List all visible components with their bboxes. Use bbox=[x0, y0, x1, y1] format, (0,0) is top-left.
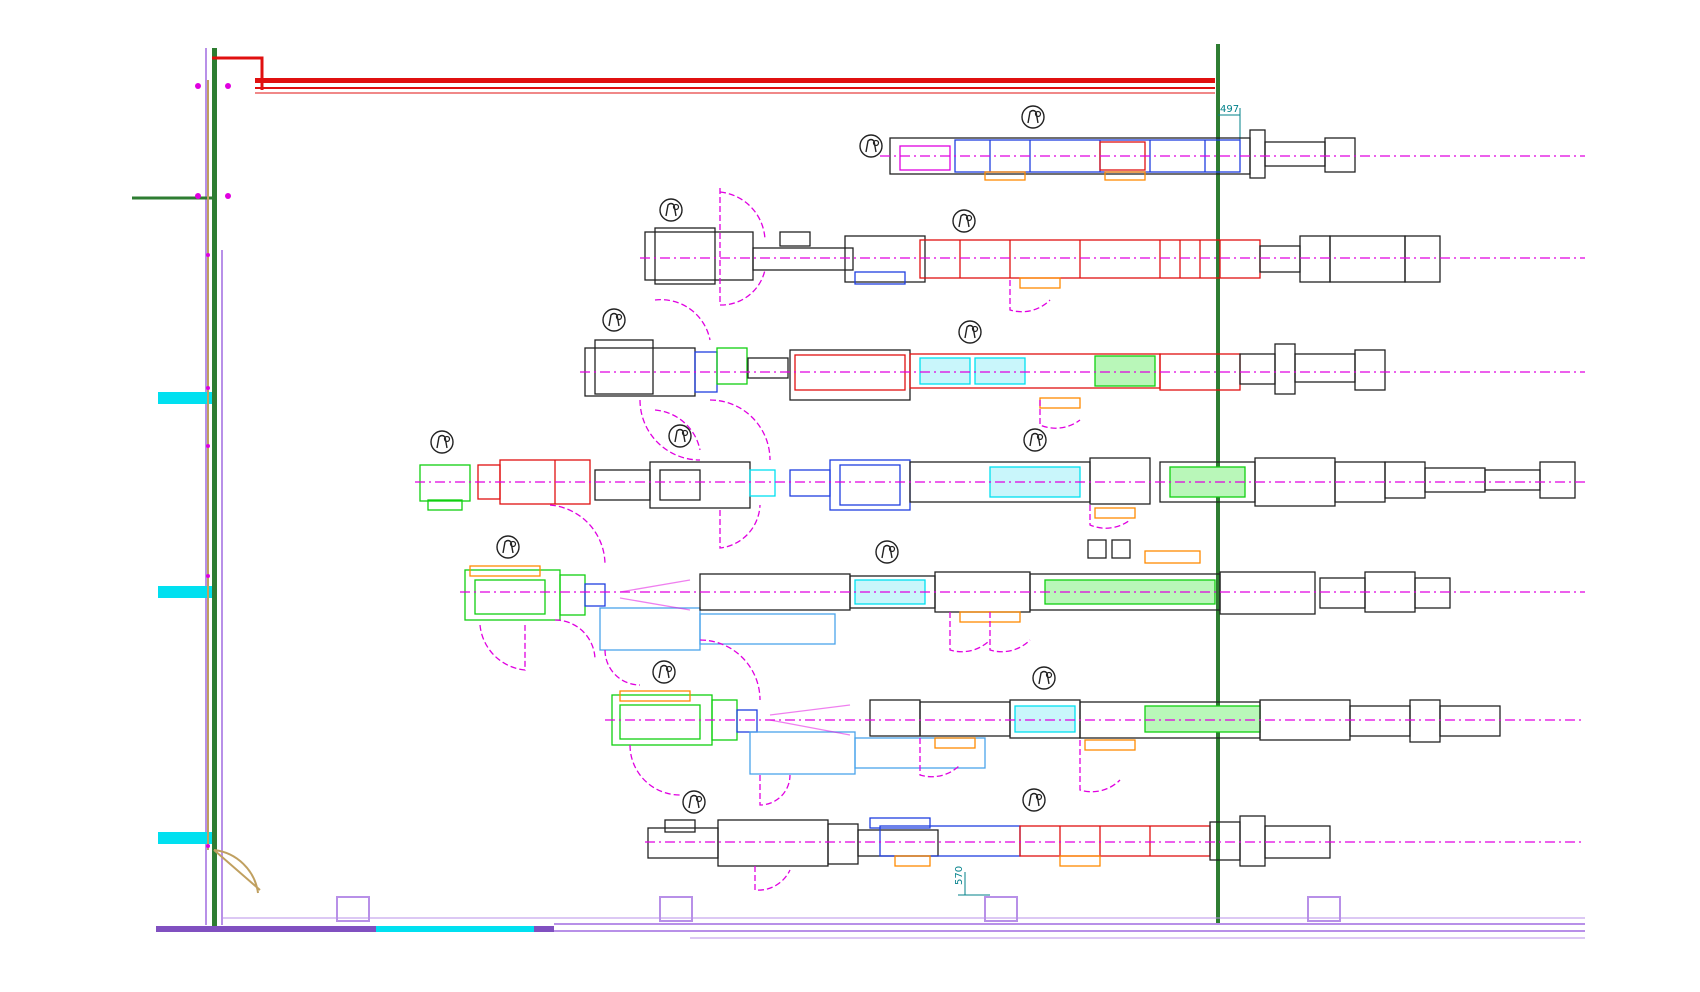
operator-icon bbox=[875, 540, 899, 564]
operator-icon bbox=[952, 209, 976, 233]
dimension-bottom: 570 bbox=[954, 866, 990, 896]
operator-icon bbox=[958, 320, 982, 344]
production-line-3 bbox=[580, 298, 1585, 461]
production-line-1 bbox=[880, 129, 1585, 181]
door-swing-icon bbox=[213, 849, 261, 894]
operator-icon bbox=[1022, 788, 1046, 812]
production-line-6 bbox=[605, 639, 1585, 806]
production-line-7 bbox=[645, 815, 1585, 891]
operator-icon bbox=[859, 134, 883, 158]
building-walls bbox=[132, 44, 1585, 939]
operator-icon bbox=[1032, 666, 1056, 690]
operator-icon bbox=[1021, 105, 1045, 129]
dimension-label-bottom: 570 bbox=[954, 866, 965, 885]
operator-icon bbox=[430, 430, 454, 454]
operator-icon bbox=[602, 308, 626, 332]
operator-icon bbox=[659, 198, 683, 222]
operator-icon bbox=[652, 660, 676, 684]
operator-icon bbox=[682, 790, 706, 814]
operator-icon bbox=[1023, 428, 1047, 452]
production-line-5 bbox=[460, 565, 1585, 686]
dimension-label-top: 497 bbox=[1220, 104, 1239, 115]
dimension-top: 497 bbox=[1218, 104, 1241, 140]
production-line-2 bbox=[640, 188, 1585, 313]
operator-icon bbox=[496, 535, 520, 559]
production-line-4 bbox=[415, 457, 1585, 566]
operator-icon bbox=[668, 424, 692, 448]
